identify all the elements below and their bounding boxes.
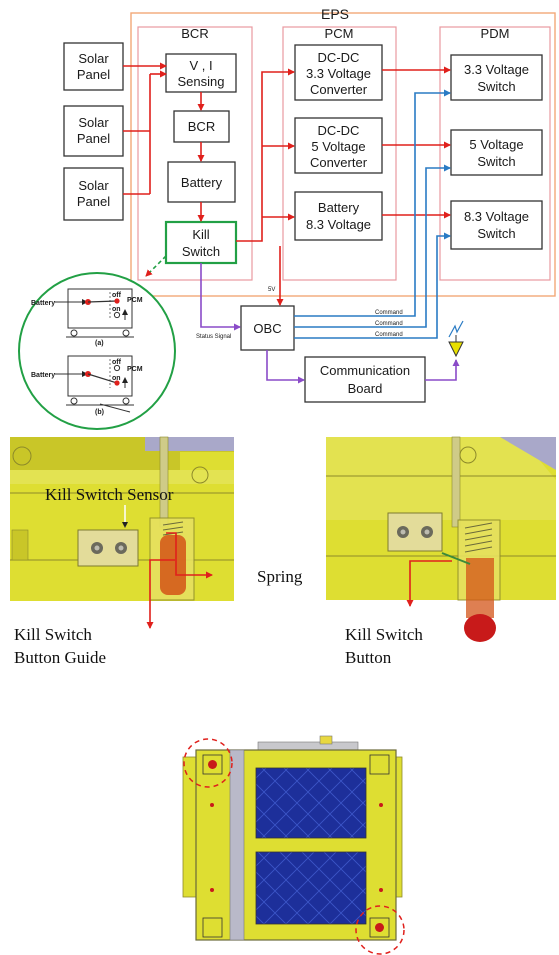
five-v-label: 5V (268, 287, 275, 293)
svg-text:Solar: Solar (78, 115, 109, 130)
svg-text:3.3 Voltage: 3.3 Voltage (464, 62, 529, 77)
svg-text:DC-DC: DC-DC (318, 50, 360, 65)
cad-view-right (326, 437, 556, 642)
battery-block: Battery (168, 162, 235, 202)
solar-panel-3: Solar Panel (64, 168, 123, 220)
svg-text:Switch: Switch (477, 79, 515, 94)
svg-text:8.3 Voltage: 8.3 Voltage (464, 209, 529, 224)
svg-text:Panel: Panel (77, 131, 110, 146)
inset-a-pcm: PCM (127, 297, 143, 304)
command-label-2: Command (375, 321, 403, 327)
inset-a-off: off (112, 292, 122, 299)
kill-switch-inset-circle (19, 273, 175, 429)
svg-text:Kill: Kill (192, 227, 209, 242)
block-diagram: EPS BCR PCM PDM Solar Panel Solar Panel … (19, 6, 555, 429)
obc-block: OBC (241, 306, 294, 350)
svg-text:8.3 Voltage: 8.3 Voltage (306, 217, 371, 232)
command-label-1: Command (375, 310, 403, 316)
svg-text:Panel: Panel (77, 194, 110, 209)
svg-text:Solar: Solar (78, 178, 109, 193)
command-label-3: Command (375, 332, 403, 338)
battery-83-block: Battery 8.3 Voltage (295, 192, 382, 240)
svg-text:5 Voltage: 5 Voltage (311, 139, 365, 154)
button-label-2: Button (345, 648, 392, 667)
eps-label: EPS (321, 6, 349, 22)
svg-text:Switch: Switch (182, 244, 220, 259)
svg-text:Battery: Battery (318, 200, 360, 215)
svg-text:Battery: Battery (181, 175, 223, 190)
svg-text:DC-DC: DC-DC (318, 123, 360, 138)
svg-text:Board: Board (348, 381, 383, 396)
inset-b-caption: (b) (95, 409, 104, 416)
svg-text:Converter: Converter (310, 155, 368, 170)
svg-text:Communication: Communication (320, 363, 410, 378)
inset-pointer (146, 256, 166, 276)
solar-panel-2: Solar Panel (64, 106, 123, 156)
svg-text:OBC: OBC (253, 321, 281, 336)
svg-text:V , I: V , I (189, 58, 212, 73)
cad-view-left (10, 437, 234, 601)
bcr-label: BCR (181, 26, 208, 41)
svg-text:5 Voltage: 5 Voltage (469, 137, 523, 152)
svg-text:Solar: Solar (78, 51, 109, 66)
svg-text:Sensing: Sensing (178, 74, 225, 89)
status-signal-label: Status Signal (196, 334, 231, 340)
bcr-block: BCR (174, 111, 229, 142)
dcdc-5-block: DC-DC 5 Voltage Converter (295, 118, 382, 173)
spring-label: Spring (257, 567, 303, 586)
switch-5-block: 5 Voltage Switch (451, 130, 542, 175)
communication-board-block: Communication Board (305, 357, 425, 402)
svg-text:Switch: Switch (477, 226, 515, 241)
svg-text:Converter: Converter (310, 82, 368, 97)
satellite-view (183, 736, 404, 954)
button-guide-label-2: Button Guide (14, 648, 106, 667)
kill-switch-sensor-label: Kill Switch Sensor (45, 485, 174, 504)
antenna-icon (449, 321, 463, 356)
svg-text:3.3 Voltage: 3.3 Voltage (306, 66, 371, 81)
dcdc-33-block: DC-DC 3.3 Voltage Converter (295, 45, 382, 100)
pcm-label: PCM (325, 26, 354, 41)
solar-panel-1: Solar Panel (64, 43, 123, 90)
svg-text:Panel: Panel (77, 67, 110, 82)
inset-b-battery: Battery (31, 372, 55, 379)
switch-83-block: 8.3 Voltage Switch (451, 201, 542, 249)
inset-a-caption: (a) (95, 340, 104, 347)
inset-a-battery: Battery (31, 300, 55, 307)
pdm-label: PDM (481, 26, 510, 41)
inset-b-off: off (112, 359, 122, 366)
inset-a-on: on (112, 306, 121, 313)
switch-33-block: 3.3 Voltage Switch (451, 55, 542, 100)
svg-text:Switch: Switch (477, 154, 515, 169)
svg-text:BCR: BCR (188, 119, 215, 134)
vi-sensing-block: V , I Sensing (166, 54, 236, 92)
inset-b-pcm: PCM (127, 366, 143, 373)
kill-switch-block: Kill Switch (166, 222, 236, 263)
inset-b-on: on (112, 375, 121, 382)
button-guide-label-1: Kill Switch (14, 625, 92, 644)
button-label-1: Kill Switch (345, 625, 423, 644)
